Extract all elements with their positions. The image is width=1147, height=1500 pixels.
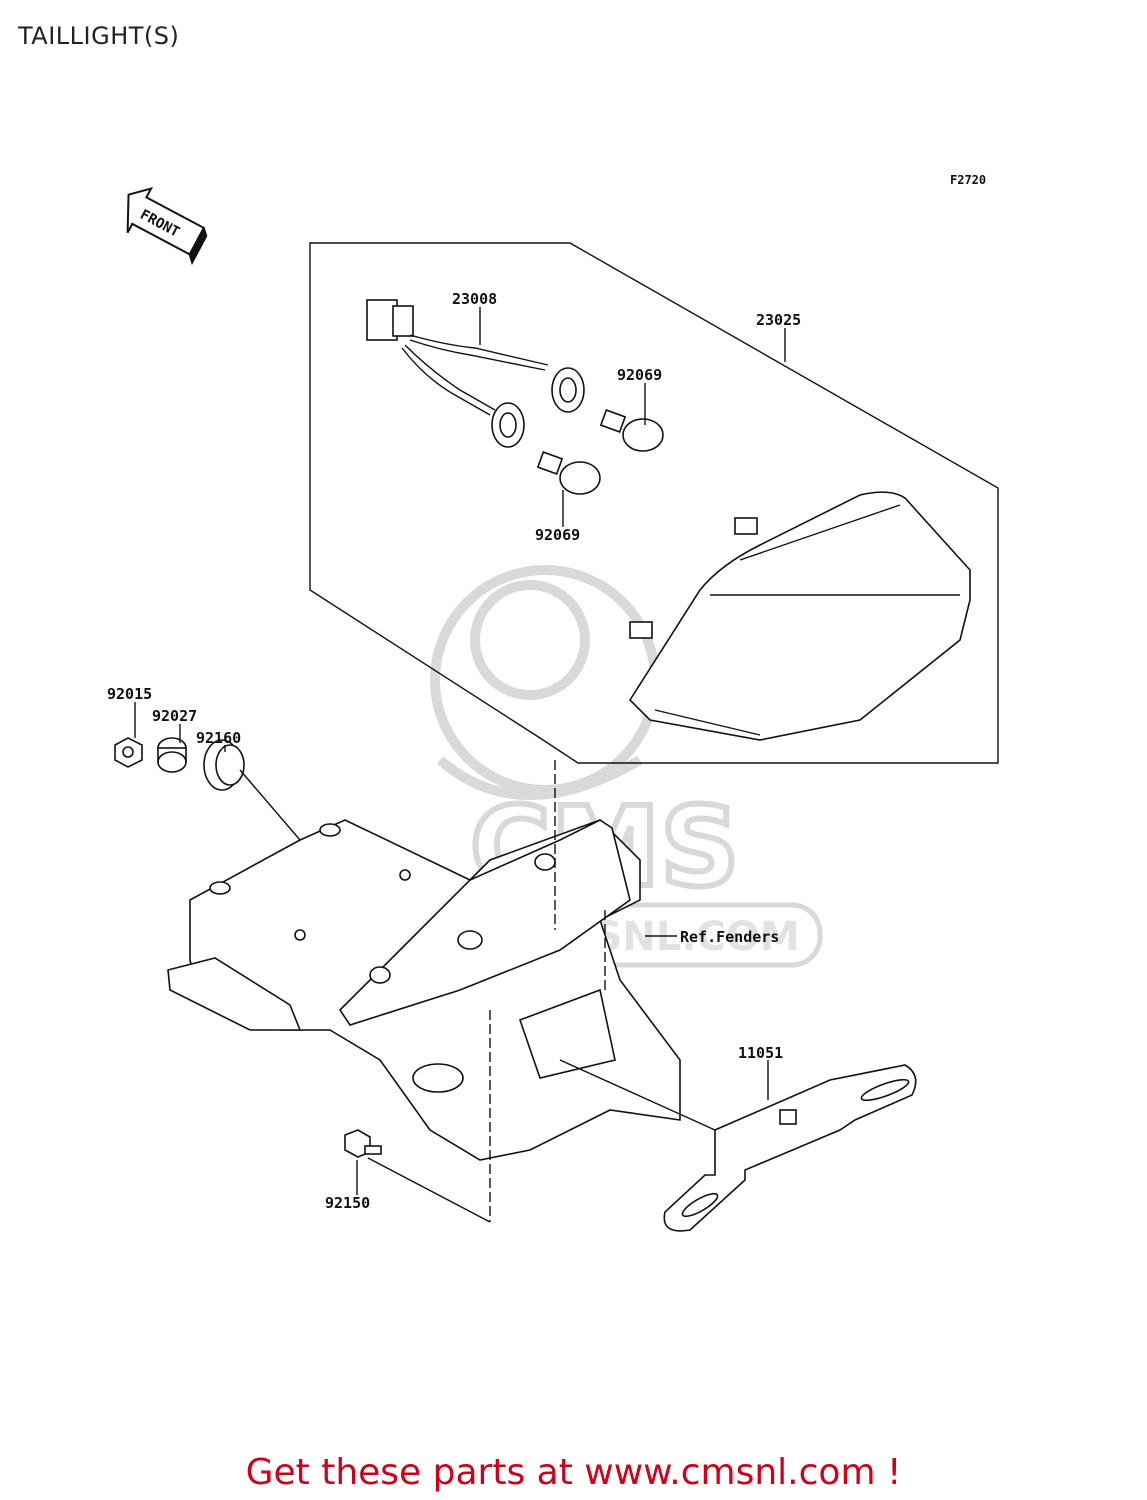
bolt-92150 <box>344 1129 382 1158</box>
label-92069-upper: 92069 <box>617 366 662 384</box>
page-title: TAILLIGHT(S) <box>18 22 180 50</box>
assembly-outline <box>309 242 999 764</box>
figure-code: F2720 <box>950 173 986 187</box>
rear-fender <box>167 819 681 1161</box>
front-arrow-icon: FRONT <box>126 186 208 266</box>
bulb-upper <box>599 409 664 452</box>
leader-lines <box>134 307 786 1195</box>
label-92015: 92015 <box>107 685 152 703</box>
bulb-lower <box>536 451 601 495</box>
parts-diagram: CMS WWW.CMSNL.COM F2720 FRONT <box>107 173 999 1232</box>
label-92150: 92150 <box>325 1194 370 1212</box>
label-92160: 92160 <box>196 729 241 747</box>
ref-fenders-label: Ref.Fenders <box>680 928 779 946</box>
label-92069-lower: 92069 <box>535 526 580 544</box>
wiring-harness <box>366 299 585 448</box>
taillight-lens <box>628 491 971 741</box>
collar-92027 <box>157 737 187 773</box>
license-bracket <box>663 1064 917 1232</box>
label-23025: 23025 <box>756 311 801 329</box>
grommet-92160 <box>203 739 245 791</box>
parts-link-banner[interactable]: Get these parts at www.cmsnl.com ! <box>245 1452 902 1493</box>
nut-92015 <box>114 737 143 768</box>
label-92027: 92027 <box>152 707 197 725</box>
label-23008: 23008 <box>452 290 497 308</box>
label-11051: 11051 <box>738 1044 783 1062</box>
